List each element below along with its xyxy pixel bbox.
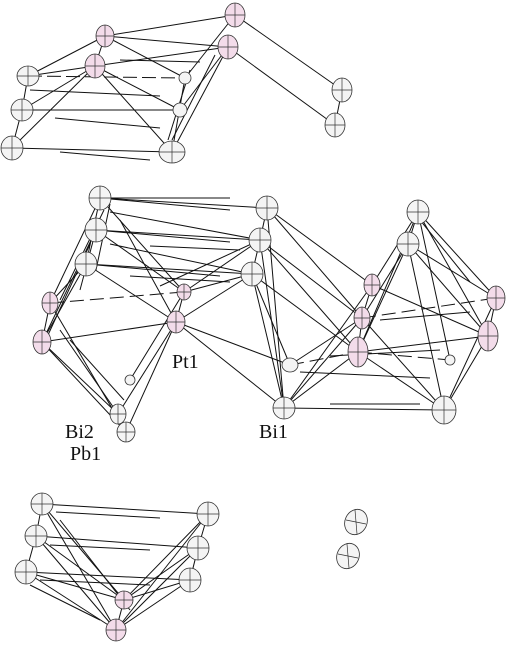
top-cluster-bonds (11, 14, 343, 161)
atom (95, 24, 115, 48)
atom (444, 354, 456, 366)
bottom-cluster-atoms (14, 492, 220, 642)
atom (224, 2, 246, 28)
atom-bi1 (272, 396, 296, 420)
middle-cluster-labels: Pt1 Bi1 Bi2 Pb1 (65, 351, 288, 465)
atom (172, 102, 188, 118)
label-bi1: Bi1 (259, 421, 288, 443)
atom (24, 524, 48, 548)
atom (281, 357, 299, 373)
atom-bi2-pb1 (109, 403, 127, 425)
atom (176, 283, 192, 301)
bottom-cluster (14, 492, 220, 642)
middle-cluster: Pt1 Bi1 Bi2 Pb1 (32, 185, 506, 465)
atom (336, 542, 360, 570)
atom (105, 618, 127, 642)
atom (178, 567, 202, 593)
atom (88, 185, 112, 211)
atom (124, 374, 136, 386)
atom (240, 261, 264, 287)
atom (431, 395, 457, 425)
atom (406, 199, 430, 225)
atom (217, 34, 239, 60)
atom (14, 559, 38, 585)
atom (158, 140, 186, 164)
atom (324, 112, 346, 138)
atom-pt1 (166, 310, 186, 334)
atom (486, 285, 506, 311)
atom (30, 492, 54, 516)
atom (32, 329, 52, 355)
atom (178, 71, 192, 85)
label-bi2: Bi2 (65, 421, 94, 443)
atom (255, 195, 279, 221)
atom (114, 590, 134, 610)
label-pb1: Pb1 (70, 443, 101, 465)
atom (477, 320, 499, 352)
atom (116, 421, 136, 443)
bottom-cluster-bonds (25, 503, 209, 631)
atom (0, 135, 24, 161)
atom (363, 273, 381, 297)
atom (196, 501, 220, 527)
atom (10, 98, 34, 122)
atom (16, 65, 40, 87)
atom (353, 306, 371, 330)
label-pt1: Pt1 (172, 351, 199, 373)
atom (84, 53, 106, 79)
atom (331, 77, 353, 103)
top-cluster-atoms (0, 2, 353, 164)
middle-cluster-atoms (32, 185, 506, 443)
top-cluster (0, 2, 353, 164)
atom (248, 227, 272, 253)
atom (396, 231, 420, 257)
atom (41, 291, 59, 315)
atom (344, 508, 368, 536)
atom (347, 336, 369, 368)
atom (84, 217, 108, 243)
atom (74, 251, 98, 277)
atom (186, 535, 210, 561)
isolated-atoms (336, 508, 368, 570)
